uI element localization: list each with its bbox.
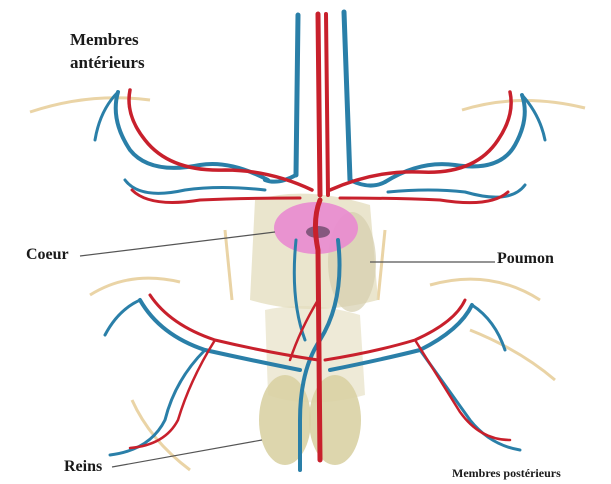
coeur-leader xyxy=(80,232,275,256)
label-membres-anterieurs-line1: Membres xyxy=(70,28,145,51)
label-coeur: Coeur xyxy=(26,246,69,264)
right-kidney xyxy=(309,375,361,465)
label-reins: Reins xyxy=(64,458,102,476)
label-membres-posterieurs: Membres postérieurs xyxy=(452,466,561,481)
label-membres-anterieurs: Membres antérieurs xyxy=(70,28,145,74)
label-poumon: Poumon xyxy=(497,250,554,268)
label-membres-anterieurs-line2: antérieurs xyxy=(70,51,145,74)
reins-leader xyxy=(112,440,262,467)
